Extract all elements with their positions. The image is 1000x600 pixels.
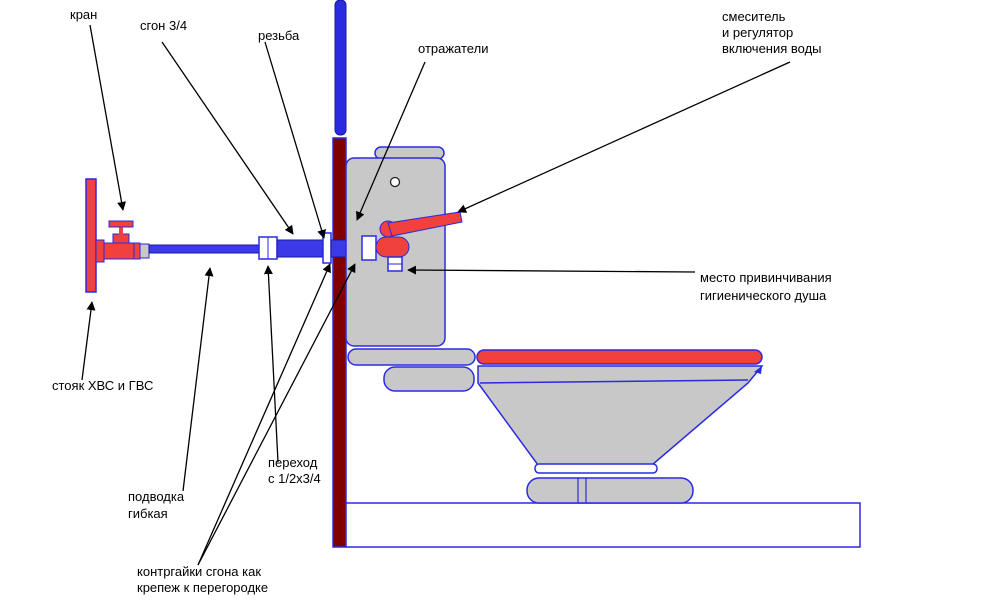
vertical-pipe xyxy=(334,0,347,136)
label-smesitel-line-1: смеситель xyxy=(722,9,786,24)
label-sgon: сгон 3/4 xyxy=(140,18,188,33)
label-stoyak: стояк ХВС и ГВС xyxy=(52,378,154,393)
mixer-body xyxy=(375,236,410,258)
label-otrazhateli: отражатели xyxy=(418,41,489,56)
toilet-seat xyxy=(476,349,763,365)
label-perehod-line-1: переход xyxy=(268,455,318,470)
mixer-lever xyxy=(387,211,463,237)
floor-slab xyxy=(345,502,861,548)
seat-lid xyxy=(347,348,476,366)
label-mesto-line-2: гигиенического душа xyxy=(700,288,827,303)
label-rezba: резьба xyxy=(258,28,300,43)
flush-button xyxy=(389,176,401,188)
label-perehod-line-2: с 1/2х3/4 xyxy=(268,471,321,486)
label-kontrogaiki-line-2: крепеж к перегородке xyxy=(137,580,269,595)
label-kran: кран xyxy=(70,7,98,22)
label-mesto-line-1: место привинчивания xyxy=(700,270,832,285)
bowl-rim-back xyxy=(383,366,475,392)
label-smesitel-line-3: включения воды xyxy=(722,41,822,56)
sgon-pipe xyxy=(276,239,324,258)
bowl-neck xyxy=(534,463,658,474)
inlet-nut xyxy=(361,235,377,261)
label-kontrogaiki-line-1: контргайки сгона как xyxy=(137,564,262,579)
label-podvodka-line-2: гибкая xyxy=(128,506,168,521)
valve-kran xyxy=(95,220,150,263)
bowl-base xyxy=(526,477,694,504)
leader-lines xyxy=(81,24,791,566)
label-smesitel-line-2: и регулятор xyxy=(722,25,794,40)
label-podvodka-line-1: подводка xyxy=(128,489,185,504)
flexible-hose xyxy=(148,244,260,254)
partition-wall xyxy=(332,137,347,548)
riser-stoyak xyxy=(85,178,97,293)
